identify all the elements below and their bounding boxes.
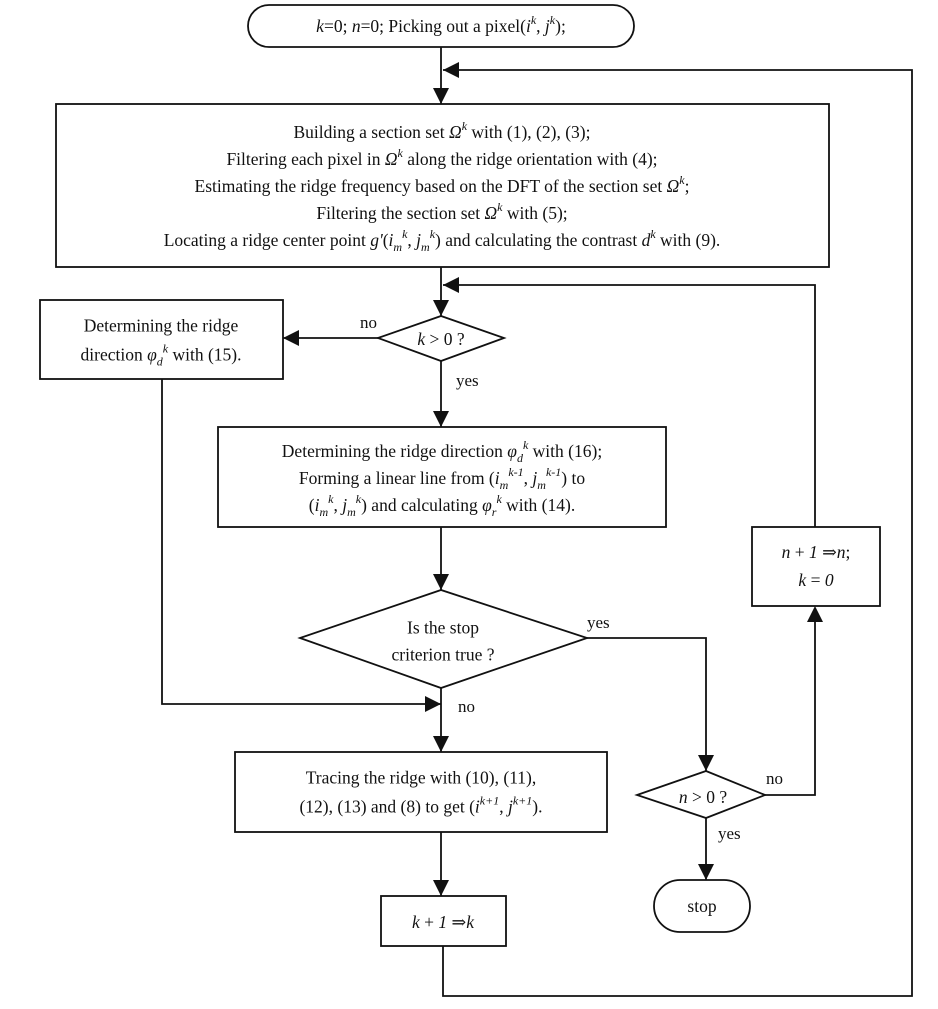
arrowhead — [433, 736, 449, 752]
label-line: n > 0 ? — [679, 787, 727, 807]
decision-n-gt-0: n > 0 ? — [634, 770, 768, 819]
decision-k-gt-0: k > 0 ? — [375, 315, 507, 362]
label-line: Estimating the ridge frequency based on … — [195, 173, 690, 196]
arrowhead — [433, 411, 449, 427]
node-stop: stop — [653, 879, 751, 933]
arrowhead — [698, 864, 714, 880]
label-line: Filtering each pixel in Ωk​ along the ri… — [226, 146, 657, 169]
label-line: k = 0 — [798, 570, 833, 590]
label-line: k=0; n=0; Picking out a pixel(ik​, jk​); — [316, 13, 566, 36]
node-direction-16: Determining the ridge direction φd​k​ wi… — [217, 426, 667, 528]
label-line: Filtering the section set Ωk​ with (5); — [316, 200, 567, 223]
label-line: Is the stop — [407, 618, 479, 638]
arrowhead — [807, 606, 823, 622]
edge-label-kgt0-yes: yes — [456, 371, 479, 390]
arrowhead — [433, 88, 449, 104]
node-trace-ridge: Tracing the ridge with (10), (11), (12), … — [234, 751, 608, 833]
label-line: k > 0 ? — [417, 329, 465, 349]
arrowhead — [433, 300, 449, 316]
arrowhead — [433, 880, 449, 896]
edge-label-ngt0-yes: yes — [718, 824, 741, 843]
node-k-increment: k + 1 ⇒k — [380, 895, 507, 947]
label-line: (im​k​, jm​k​) and calculating φr​k​ wit… — [309, 492, 575, 519]
arrowhead — [283, 330, 299, 346]
node-n-increment: n + 1 ⇒n; k = 0 — [751, 526, 881, 607]
label-line: Tracing the ridge with (10), (11), — [306, 768, 537, 788]
label-line: Determining the ridge — [84, 316, 239, 336]
label-line: Forming a linear line from (im​k-1​, jm​… — [299, 465, 585, 492]
edge-label-ngt0-no: no — [766, 769, 783, 788]
arrowhead — [433, 574, 449, 590]
arrowhead — [443, 62, 459, 78]
edge-label-stopcrit-no: no — [458, 697, 475, 716]
label-line: n + 1 ⇒n; — [782, 542, 851, 562]
edge-label-stopcrit-yes: yes — [587, 613, 610, 632]
arrowhead — [698, 755, 714, 771]
edge-ngt0-no — [765, 608, 816, 796]
edge-stopcrit-yes — [587, 637, 707, 771]
label-line: (12), (13) and (8) to get (ik+1​, jk+1​)… — [299, 794, 542, 817]
decision-stop-criterion: Is the stop criterion true ? — [297, 589, 590, 689]
node-build-section: Building a section set Ωk​ with (1), (2)… — [55, 103, 830, 268]
arrowheads — [283, 62, 823, 896]
label-line: direction φd​k​ with (15). — [81, 342, 242, 369]
label-line: Determining the ridge direction φd​k​ wi… — [282, 438, 602, 465]
edge-labels: no yes yes no no yes — [360, 313, 783, 843]
edge-loop-outer — [442, 69, 913, 997]
arrowhead — [425, 696, 441, 712]
label-line: Building a section set Ωk​ with (1), (2)… — [294, 119, 591, 142]
edge-label-kgt0-no: no — [360, 313, 377, 332]
label-line: criterion true ? — [391, 645, 494, 665]
label-line: stop — [687, 896, 716, 916]
label-line: Locating a ridge center point g'(im​k​, … — [164, 227, 721, 254]
connectors — [161, 47, 913, 997]
node-start: k=0; n=0; Picking out a pixel(ik​, jk​); — [247, 4, 635, 48]
label-line: k + 1 ⇒k — [412, 912, 475, 932]
node-direction-15: Determining the ridge direction φd​k​ wit… — [39, 299, 284, 380]
edge-dir15-down — [161, 379, 441, 705]
edge-inner-loop-entry — [443, 284, 816, 604]
arrowhead — [443, 277, 459, 293]
